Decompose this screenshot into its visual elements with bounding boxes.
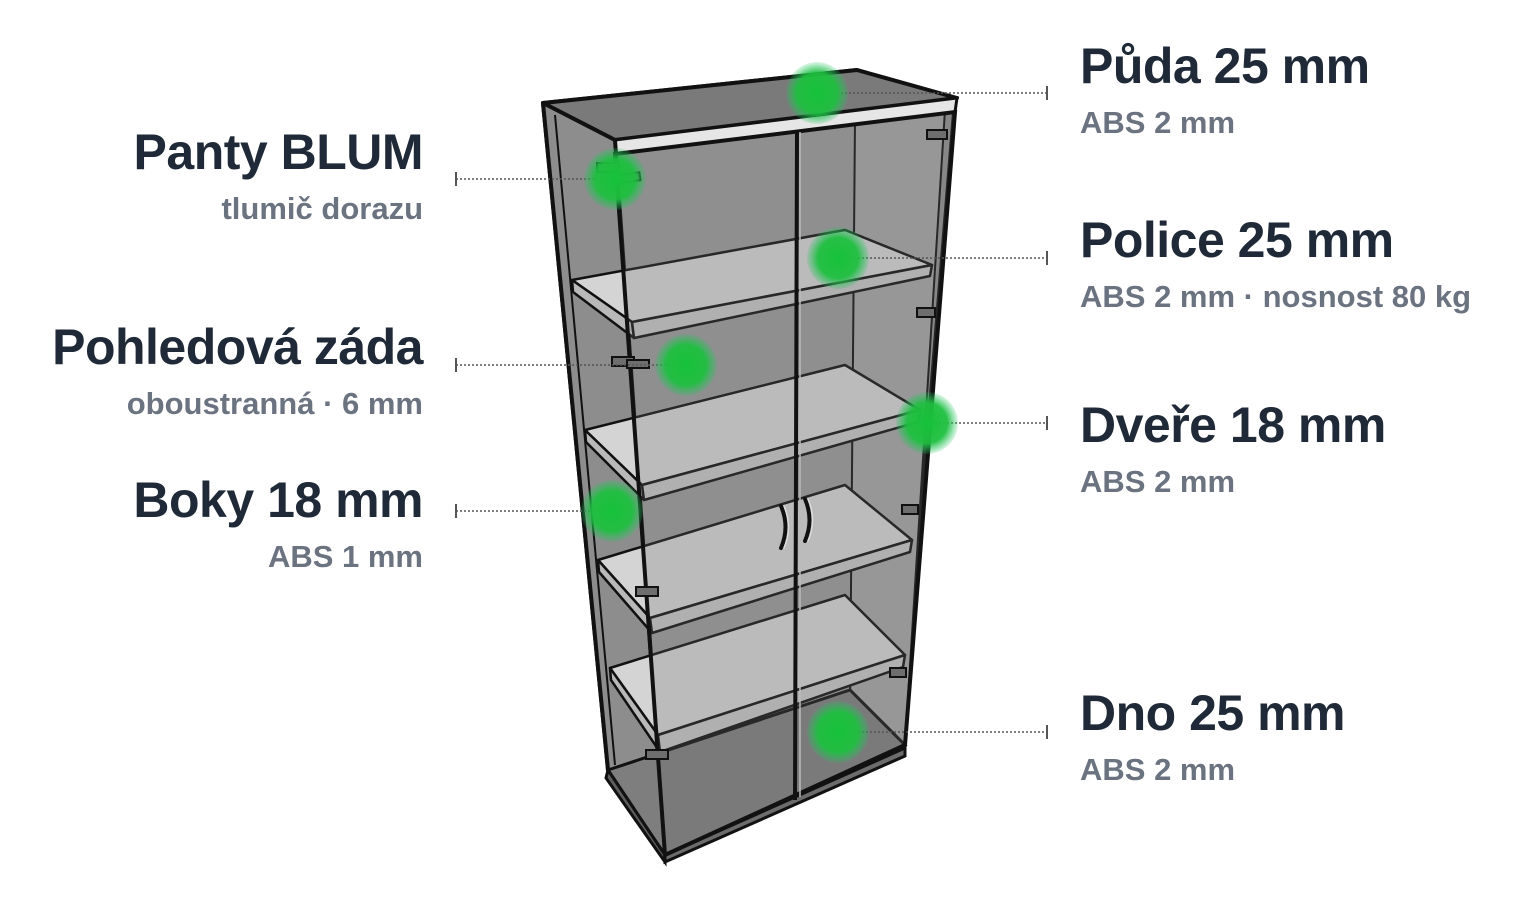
label-subtitle: ABS 2 mm [1080, 752, 1236, 787]
label-back-panel: Pohledová záda oboustranná · 6 mm [52, 322, 423, 419]
label-title: Půda 25 mm [1080, 38, 1370, 94]
markers [581, 62, 958, 763]
label-top: Půda 25 mm ABS 2 mm [1080, 41, 1370, 138]
label-title: Police 25 mm [1080, 212, 1394, 268]
label-subtitle: ABS 1 mm [267, 539, 423, 574]
shelves [570, 228, 934, 754]
label-shelf: Police 25 mm ABS 2 mm · nosnost 80 kg [1080, 215, 1471, 312]
label-title: Dveře 18 mm [1080, 397, 1386, 453]
label-sides: Boky 18 mm ABS 1 mm [133, 475, 423, 572]
label-subtitle: tlumič dorazu [221, 191, 423, 226]
marker-sides [581, 480, 643, 542]
label-title: Dno 25 mm [1080, 685, 1346, 741]
glass-doors [612, 109, 958, 859]
cabinet-body [541, 68, 959, 867]
label-title: Pohledová záda [52, 319, 423, 375]
door-handles [779, 497, 812, 550]
label-title: Panty BLUM [133, 124, 424, 180]
label-subtitle: ABS 2 mm · nosnost 80 kg [1080, 279, 1472, 314]
label-doors: Dveře 18 mm ABS 2 mm [1080, 400, 1386, 497]
label-subtitle: ABS 2 mm [1080, 464, 1236, 499]
label-bottom: Dno 25 mm ABS 2 mm [1080, 685, 1346, 787]
marker-shelf [807, 227, 869, 289]
marker-bottom [807, 701, 869, 763]
label-title: Boky 18 mm [133, 472, 423, 528]
marker-back-panel [655, 334, 717, 396]
label-subtitle: ABS 2 mm [1080, 105, 1236, 140]
marker-doors [896, 392, 958, 454]
label-hinges: Panty BLUM tlumič dorazu [133, 124, 424, 226]
marker-hinges [584, 148, 646, 210]
marker-top [786, 62, 848, 124]
label-subtitle: oboustranná · 6 mm [126, 386, 423, 421]
